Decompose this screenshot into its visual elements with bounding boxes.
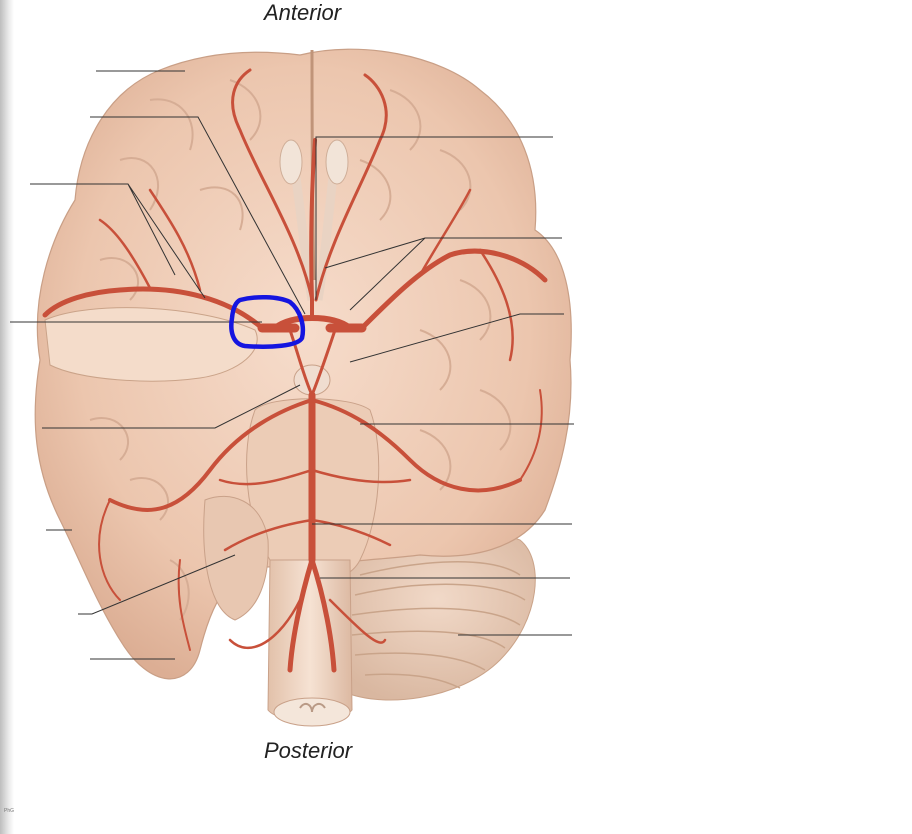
highlight-marker [229,295,306,349]
label-leader-lines-left [10,70,306,660]
leader-line-left-2 [90,116,306,315]
posterior-caption: Posterior [264,738,353,763]
left-edge-shadow [0,0,14,834]
anterior-caption: Anterior [264,0,342,25]
left-temporal-lobe-section [44,307,258,382]
leader-line-right-1 [315,136,553,300]
left-cerebellar-hemisphere [203,495,269,621]
arteries [42,68,548,673]
label-leader-lines-right [312,136,574,636]
image-credit: PhG [4,808,15,814]
leader-line-left-7 [78,554,236,615]
leader-line-right-3 [349,313,564,363]
cerebellum [339,531,536,701]
leader-line-right-2 [324,237,562,311]
leader-line-left-5 [42,384,301,429]
leader-line-left-3 [30,183,206,299]
